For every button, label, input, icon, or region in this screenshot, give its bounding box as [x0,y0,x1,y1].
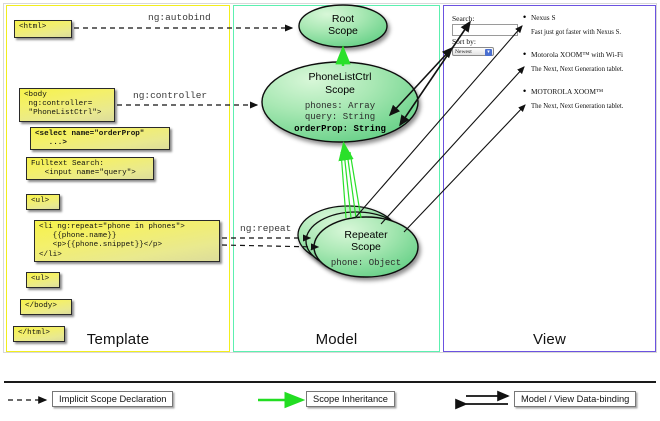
search-label: Search: [452,14,475,23]
phone-snippet: Fast just got faster with Nexus S. [531,29,622,36]
template-box-select-orderprop-tag: <select name="orderProp" ...> [30,127,170,150]
phone-name: Motorola XOOM™ with Wi-Fi [531,50,624,59]
sort-by-label: Sort by: [452,37,476,46]
phone-name: MOTOROLA XOOM™ [531,87,604,96]
template-box-ul-open-tag: <ul> [26,194,60,210]
template-box-body-controller-tag: <body ng:controller= "PhoneListCtrl"> [19,88,115,122]
template-box-html-open-tag: <html> [14,20,72,38]
list-bullet-icon: • [523,86,527,96]
legend-arrows [8,390,510,410]
template-box-html-close-tag: </html> [13,326,65,342]
sort-by-selected-value: Newest [455,49,472,55]
list-bullet-icon: • [523,49,527,59]
list-bullet-icon: • [523,12,527,22]
column-label-model: Model [315,331,358,348]
template-box-body-close-tag: </body> [20,299,72,315]
chevron-down-icon: ▾ [485,49,492,56]
legend-divider [4,381,656,383]
view-panel-content: Search: Sort by: Newest ▾ • Nexus S Fast… [449,10,649,130]
legend: Implicit Scope Declaration Scope Inherit… [0,386,660,418]
phone-name: Nexus S [531,13,556,22]
column-label-view: View [532,331,567,348]
search-input[interactable] [452,24,518,36]
column-model: Model [233,5,440,352]
column-label-template: Template [86,331,150,348]
legend-implicit-scope-declaration: Implicit Scope Declaration [52,391,174,407]
legend-scope-inheritance: Scope Inheritance [306,391,395,407]
sort-by-select[interactable]: Newest ▾ [452,47,494,56]
phone-snippet: The Next, Next Generation tablet. [531,66,624,73]
template-box-li-ngrepeat-tag: <li ng:repeat="phone in phones"> {{phone… [34,220,220,262]
legend-model-view-data-binding: Model / View Data-binding [514,391,637,407]
template-box-ul-close-tag: <ul> [26,272,60,288]
template-box-fulltext-search-tag: Fulltext Search: <input name="query"> [26,157,154,180]
phone-snippet: The Next, Next Generation tablet. [531,103,624,110]
